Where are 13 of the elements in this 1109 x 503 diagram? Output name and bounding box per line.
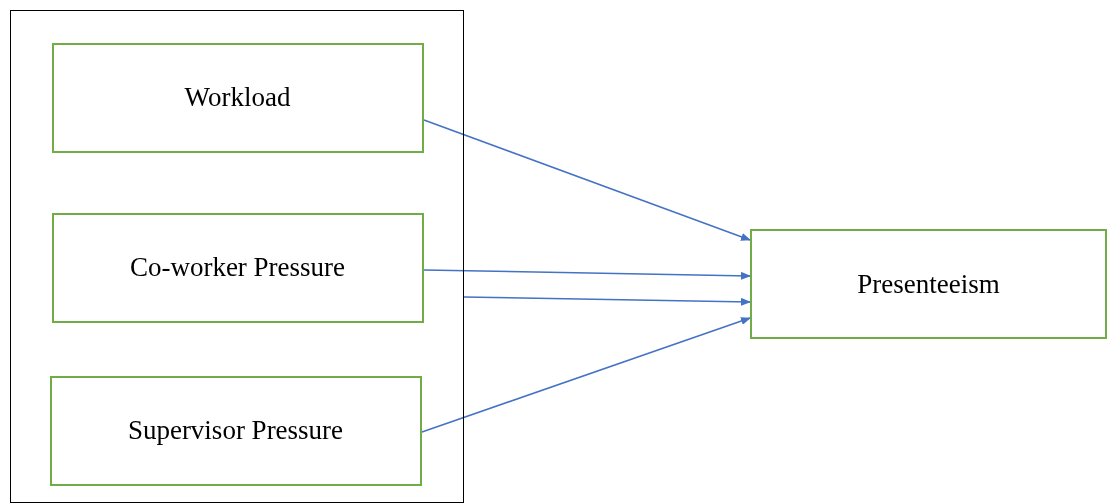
factor-box bbox=[49, 375, 422, 486]
arrow bbox=[463, 296, 751, 306]
factor-box bbox=[51, 42, 424, 153]
node-label: Co-worker Pressure bbox=[129, 252, 346, 283]
node-label: Supervisor Pressure bbox=[127, 415, 344, 446]
arrow bbox=[423, 119, 751, 241]
factor-box bbox=[750, 229, 1107, 339]
node-label: Presenteeism bbox=[857, 268, 1000, 300]
arrow bbox=[423, 269, 751, 280]
factor-box bbox=[51, 212, 424, 323]
node-label: Workload bbox=[184, 82, 291, 113]
arrow bbox=[421, 317, 751, 433]
group-box bbox=[10, 10, 464, 503]
